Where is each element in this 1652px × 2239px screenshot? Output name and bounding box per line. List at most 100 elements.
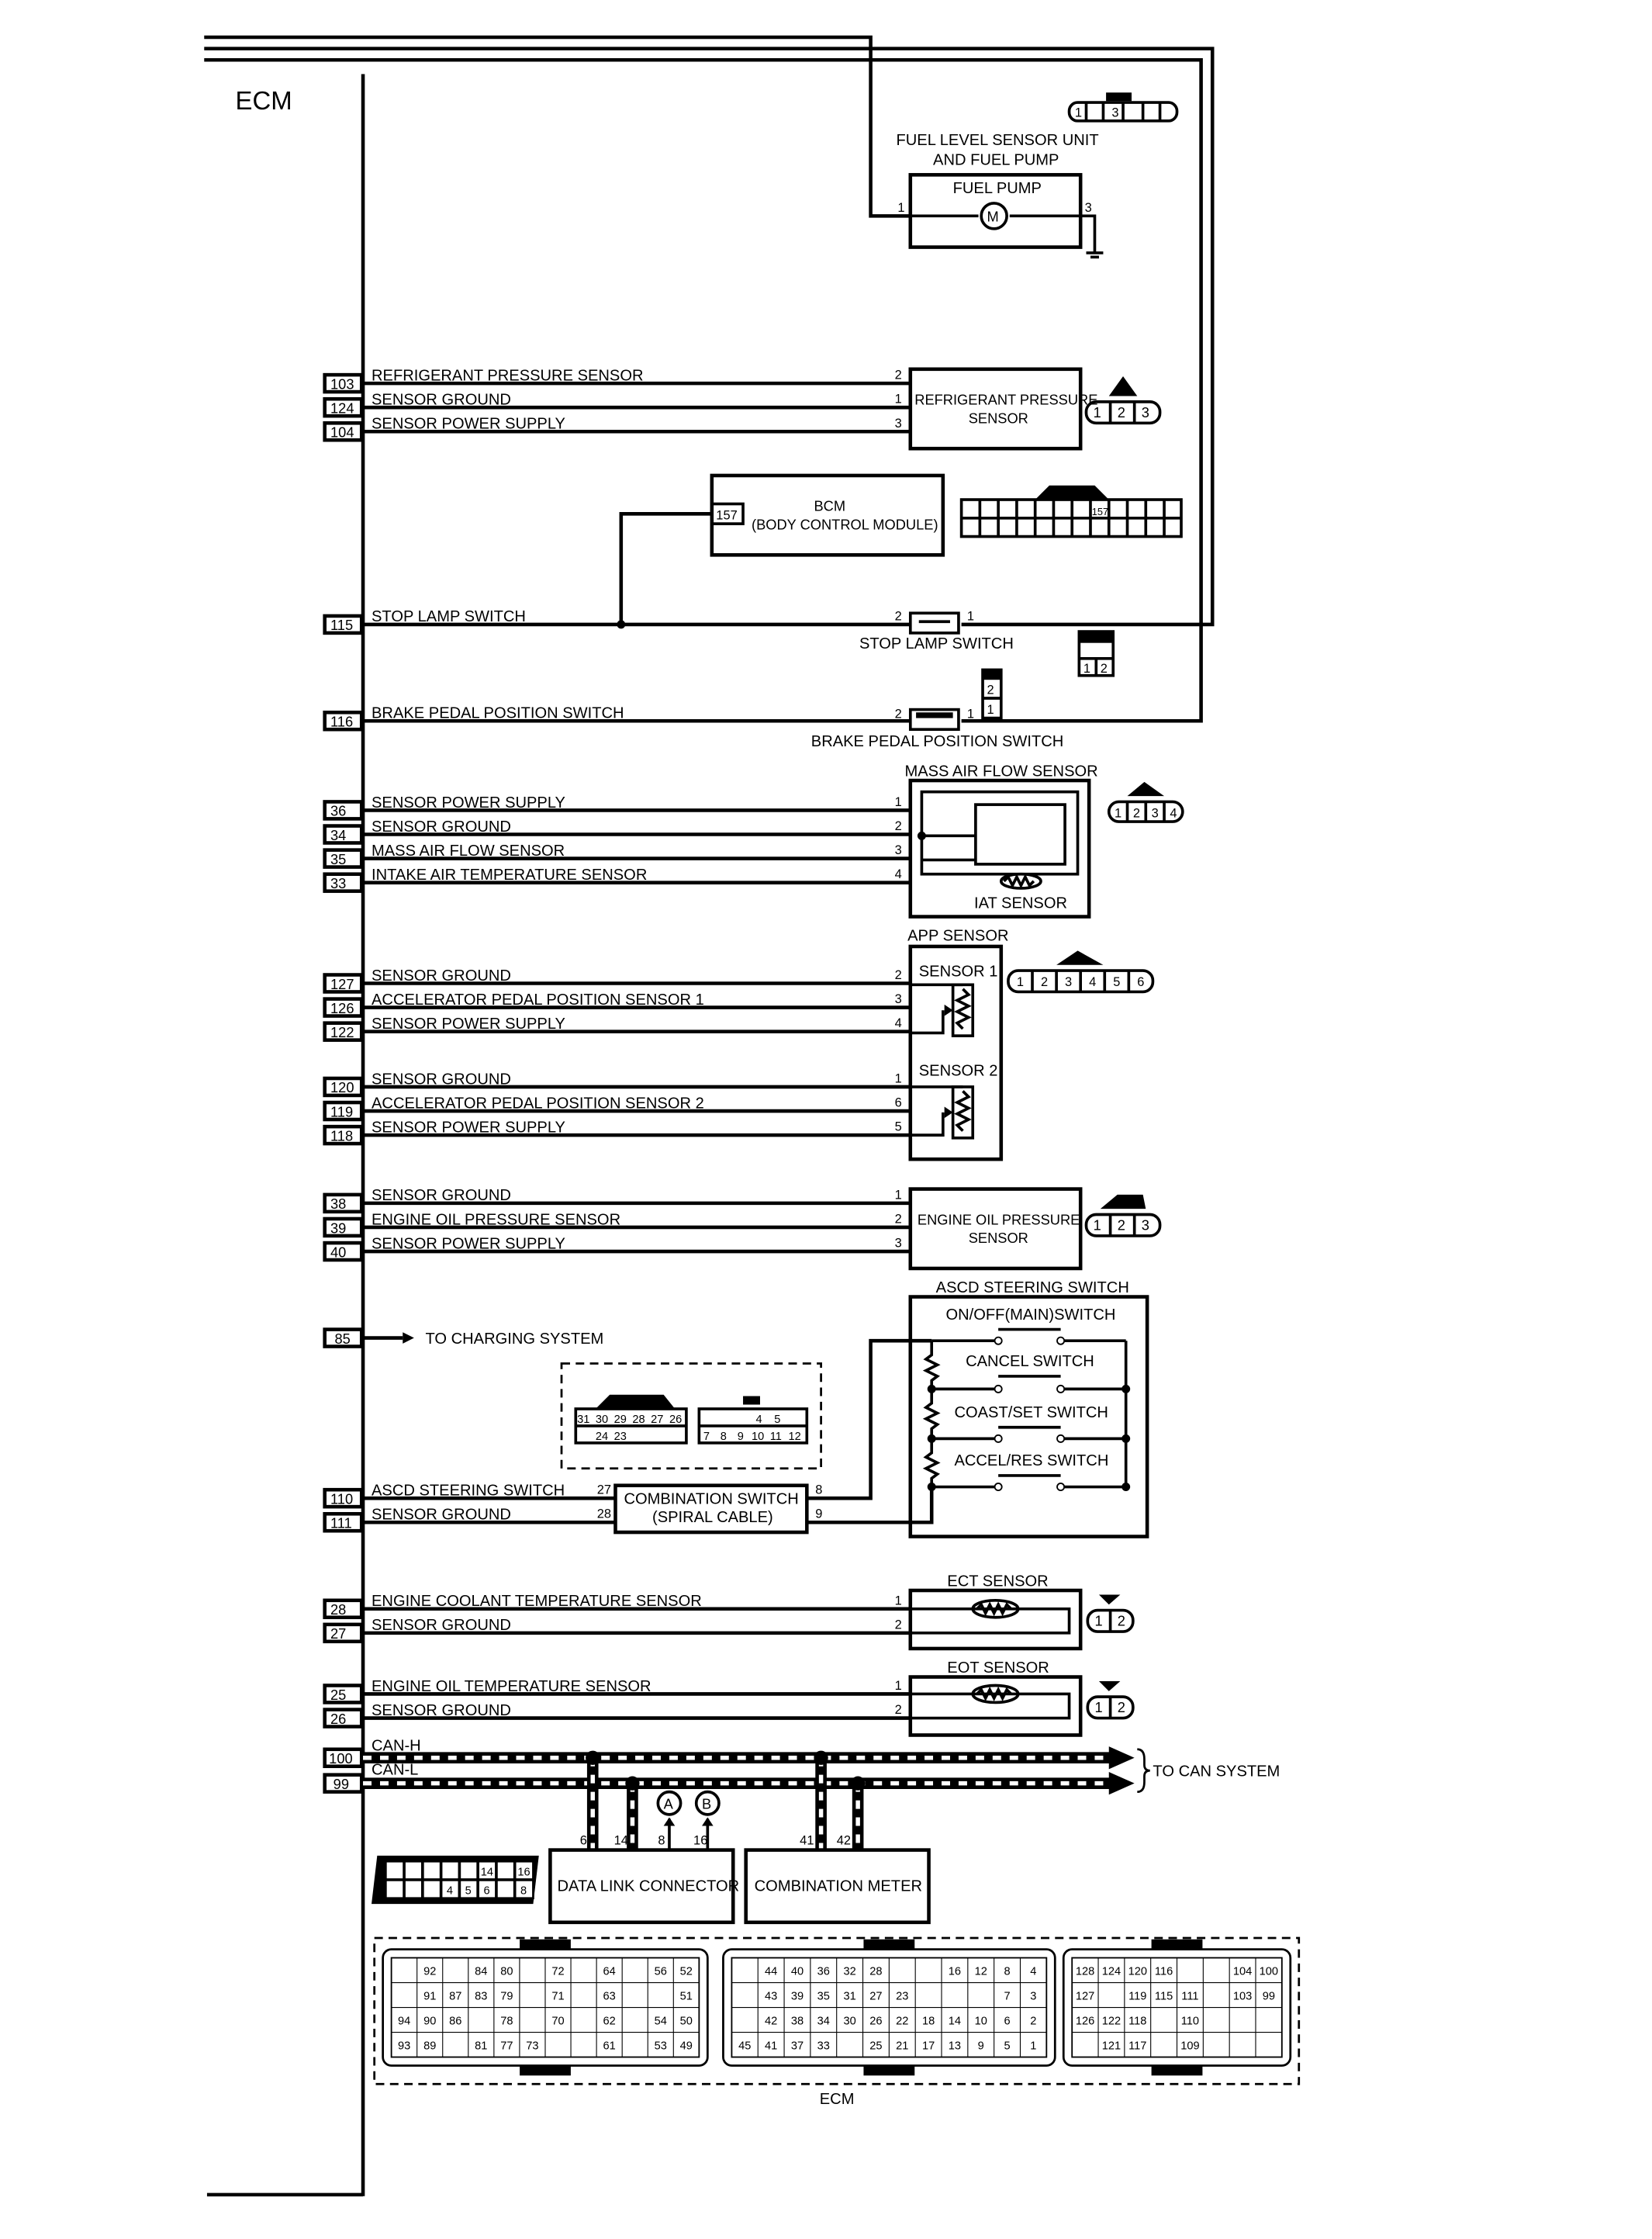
ecm-terminal: 126 (330, 1000, 354, 1016)
ecm-pin: 52 (680, 1965, 693, 1978)
ascd-group: ASCD STEERING SWITCH ON/OFF(MAIN)SWITCH … (560, 1279, 1149, 1538)
ecm-pin: 84 (475, 1965, 487, 1978)
ect-label: ECT SENSOR (947, 1573, 1048, 1590)
combination-switch-connector-icon (560, 1362, 822, 1470)
ecm-pin: 40 (791, 1965, 804, 1978)
can-h-arrow-icon (1108, 1746, 1135, 1770)
ecm-pin: 10 (975, 2015, 987, 2027)
pin-number: 2 (895, 968, 902, 982)
svg-text:6: 6 (483, 1884, 489, 1897)
svg-text:42: 42 (837, 1833, 851, 1847)
svg-text:30: 30 (596, 1414, 608, 1426)
ecm-pin: 91 (423, 1990, 436, 2002)
charging-group: 85 TO CHARGING SYSTEM (323, 1327, 603, 1348)
ecm-pin: 39 (791, 1990, 804, 2002)
ecm-pin: 77 (500, 2040, 513, 2052)
ecm-pin: 49 (680, 2040, 693, 2052)
eot-group: EOT SENSOR 1 2 (908, 1659, 1135, 1737)
ecm-pin: 16 (949, 1965, 961, 1978)
oil-pressure-connector-icon: 1 2 3 (1084, 1194, 1162, 1237)
maf-label: MASS AIR FLOW SENSOR (904, 763, 1097, 780)
svg-text:1: 1 (967, 708, 974, 722)
ecm-pin: 33 (817, 2040, 830, 2052)
combination-meter-box (744, 1848, 931, 1925)
wire-label: SENSOR POWER SUPPLY (372, 1235, 565, 1252)
ecm-pin: 122 (1102, 2015, 1121, 2027)
ecm-pin: 120 (1128, 1965, 1147, 1978)
svg-text:1: 1 (1094, 1217, 1101, 1234)
top-wires (204, 35, 1215, 723)
ecm-terminal: 119 (330, 1103, 353, 1120)
svg-text:14: 14 (481, 1866, 493, 1878)
svg-text:29: 29 (614, 1414, 627, 1426)
svg-text:2: 2 (1133, 807, 1140, 821)
wire-label: MASS AIR FLOW SENSOR (372, 843, 565, 860)
ecm-pin: 13 (949, 2040, 961, 2052)
svg-text:2: 2 (895, 708, 902, 722)
ecm-pin: 87 (449, 1990, 461, 2002)
svg-text:2: 2 (895, 609, 902, 623)
fuel-pump-label: FUEL PUMP (953, 180, 1042, 197)
ecm-pin: 79 (500, 1990, 513, 2002)
ecm-pin: 71 (551, 1990, 564, 2002)
svg-text:4: 4 (755, 1414, 762, 1426)
ecm-pin: 30 (843, 2015, 855, 2027)
ecm-pin: 119 (1128, 1990, 1146, 2002)
app-label: APP SENSOR (907, 928, 1008, 945)
wire-label: ENGINE COOLANT TEMPERATURE SENSOR (372, 1593, 702, 1610)
motor-icon (980, 202, 1008, 230)
ecm-terminal: 124 (330, 400, 354, 416)
ecm-pin: 32 (843, 1965, 855, 1978)
svg-text:2: 2 (1118, 1613, 1125, 1629)
wire-label: SENSOR GROUND (372, 967, 511, 985)
refrigerant-connector-icon: 1 2 3 (1084, 375, 1162, 425)
can-l-terminal: 99 (334, 1776, 349, 1792)
pin-number: 1 (895, 1679, 902, 1693)
svg-text:6: 6 (580, 1833, 587, 1847)
brake-terminal: 116 (330, 714, 353, 730)
stop-lamp-connector-icon: 1 2 (1077, 630, 1115, 677)
svg-text:10: 10 (752, 1431, 764, 1443)
ecm-terminal: 103 (330, 375, 354, 392)
pin-number: 4 (895, 867, 902, 881)
svg-text:1: 1 (1017, 975, 1024, 989)
svg-text:1: 1 (1094, 1699, 1102, 1715)
ecm-pin: 92 (423, 1965, 436, 1978)
wire-label: ENGINE OIL TEMPERATURE SENSOR (372, 1678, 651, 1695)
ecm-pin: 89 (423, 2040, 436, 2052)
pin-number: 2 (895, 1618, 902, 1632)
wire-label: SENSOR POWER SUPPLY (372, 1119, 565, 1136)
svg-text:16: 16 (517, 1866, 530, 1878)
stop-lamp-switch-icon (908, 611, 960, 635)
combination-meter-label: COMBINATION METER (755, 1878, 922, 1895)
pin-number: 3 (895, 417, 902, 431)
refrigerant-sensor-box (908, 367, 1083, 451)
pin-number: 3 (895, 843, 902, 857)
wire-label: ENGINE OIL PRESSURE SENSOR (372, 1211, 620, 1228)
svg-text:3: 3 (1142, 1217, 1149, 1234)
wire-label: SENSOR GROUND (372, 818, 511, 836)
fuel-pump-box (908, 173, 1083, 249)
ecm-terminal: 26 (330, 1711, 346, 1727)
ecm-pin: 3 (1030, 1990, 1036, 2002)
ecm-pin: 2 (1030, 2015, 1036, 2027)
ecm-pin: 27 (869, 1990, 882, 2002)
ecm-pin: 63 (603, 1990, 616, 2002)
svg-text:14: 14 (614, 1833, 628, 1847)
svg-text:16: 16 (693, 1833, 707, 1847)
marker-b-icon (694, 1790, 721, 1816)
ecm-pin: 38 (791, 2015, 804, 2027)
brake-group: 116 BRAKE PEDAL POSITION SWITCH 2 1 BRAK… (323, 668, 1063, 750)
stop-lamp-terminal: 115 (330, 617, 353, 633)
fuel-unit-label-1: FUEL LEVEL SENSOR UNIT (897, 132, 1099, 149)
svg-text:31: 31 (577, 1414, 589, 1426)
svg-text:1: 1 (967, 609, 974, 623)
svg-text:3: 3 (1065, 975, 1072, 989)
